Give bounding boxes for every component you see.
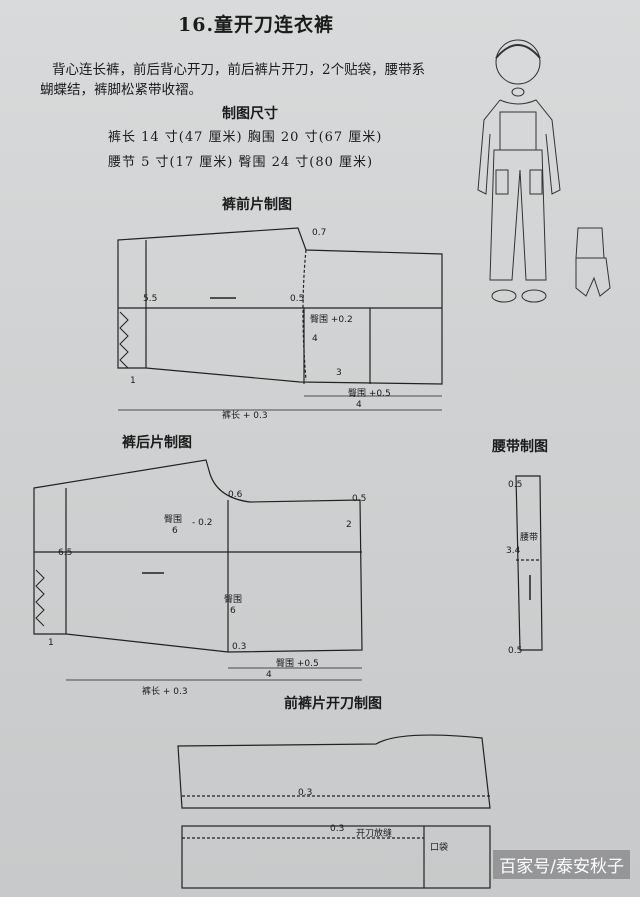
belt-label-34: 3.4 <box>506 546 521 556</box>
front-panel-section-heading: 前裤片开刀制图 <box>284 696 382 712</box>
back-label-1: 1 <box>48 638 54 648</box>
belt-label-05b: 0.5 <box>508 646 523 656</box>
back-label-03: 0.3 <box>232 642 247 652</box>
belt-label-text: 腰带 <box>520 533 539 543</box>
panel-label-03a: 0.3 <box>298 788 313 798</box>
measurements-heading: 制图尺寸 <box>222 106 278 122</box>
page-title: 16.童开刀连衣裤 <box>178 14 335 36</box>
front-label-4b: 4 <box>356 400 362 410</box>
belt-section-heading: 腰带制图 <box>492 439 548 455</box>
front-label-1: 1 <box>130 376 136 386</box>
watermark: 百家号/泰安秋子 <box>493 850 630 879</box>
back-pants-draft <box>33 459 363 681</box>
front-pants-draft <box>117 227 443 411</box>
back-label-6a: 6 <box>172 526 178 536</box>
back-label-hip3: 臀围 +0.5 <box>276 659 319 669</box>
front-label-07: 0.7 <box>312 228 327 238</box>
panel-label-slit: 开刀放缝 <box>356 829 393 839</box>
back-label-4: 4 <box>266 670 272 680</box>
back-label-hip2: 臀围 <box>224 595 243 605</box>
front-label-4a: 4 <box>312 334 318 344</box>
front-section-heading: 裤前片制图 <box>222 197 292 213</box>
back-label-05: 0.5 <box>352 494 367 504</box>
measurements-row-1: 裤长 14 寸(47 厘米) 胸围 20 寸(67 厘米) <box>108 130 383 145</box>
panel-label-03b: 0.3 <box>330 824 345 834</box>
back-label-2: 2 <box>346 520 352 530</box>
belt-draft <box>515 475 543 651</box>
measurements-row-2: 腰节 5 寸(17 厘米) 臀围 24 寸(80 厘米) <box>108 155 374 170</box>
panel-label-pocket: 口袋 <box>430 843 449 853</box>
back-section-heading: 裤后片制图 <box>122 435 192 451</box>
front-panel-draft <box>177 734 491 889</box>
belt-label-05a: 0.5 <box>508 480 523 490</box>
description-line-2: 蝴蝶结，裤脚松紧带收褶。 <box>40 82 202 98</box>
back-label-06: 0.6 <box>228 490 243 500</box>
front-label-length: 裤长 + 0.3 <box>222 411 268 421</box>
front-label-hip: 臀围 +0.2 <box>310 315 353 325</box>
back-label-6b: 6 <box>230 606 236 616</box>
back-label-65: 6.5 <box>58 548 73 558</box>
back-label-m02: - 0.2 <box>192 518 213 528</box>
front-label-3: 3 <box>336 368 342 378</box>
description-line-1: 背心连长裤，前后背心开刀，前后裤片开刀，2个贴袋，腰带系 <box>52 62 426 78</box>
back-label-length: 裤长 + 0.3 <box>142 687 188 697</box>
front-label-55: 5.5 <box>143 294 158 304</box>
child-figure-illustration <box>477 39 611 303</box>
back-label-hip: 臀围 <box>164 515 183 525</box>
front-label-05: 0.5 <box>290 294 305 304</box>
front-label-hip2: 臀围 +0.5 <box>348 389 391 399</box>
